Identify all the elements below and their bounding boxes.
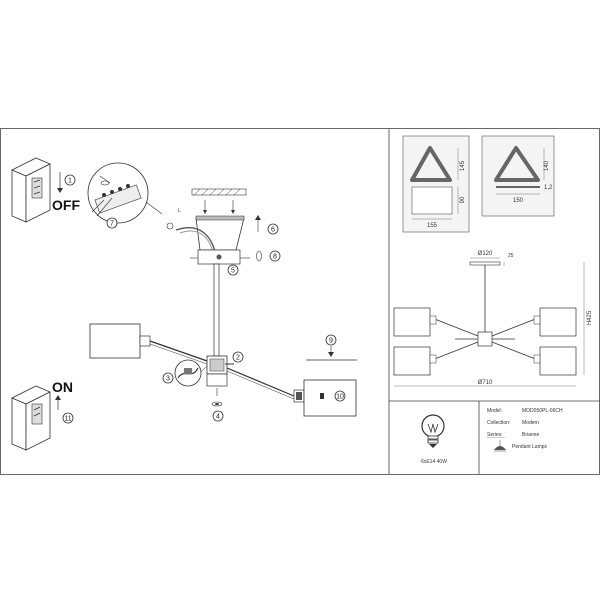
switch-on-label: ON <box>52 379 73 395</box>
svg-text:5: 5 <box>231 268 235 275</box>
stem-rod <box>213 263 220 357</box>
wall-switch-on <box>11 385 51 451</box>
step-marker-1: 1 <box>64 174 76 186</box>
canopy-height: 25 <box>508 253 514 259</box>
overall-diameter: Ø710 <box>478 380 493 386</box>
packaging-box-1 <box>402 135 470 233</box>
step-marker-5: 5 <box>227 264 239 276</box>
step-marker-4: 4 <box>212 410 224 422</box>
chandelier-dimension-drawing <box>393 257 585 387</box>
step-marker-11: 11 <box>62 412 74 424</box>
box2-offset: 1,2 <box>544 185 553 191</box>
svg-text:4: 4 <box>216 414 220 421</box>
step-marker-7: 7 <box>106 217 118 229</box>
overall-height: H425 <box>587 310 593 325</box>
type-value: Pendant Lamps <box>512 444 548 450</box>
box2-height: 140 <box>544 160 550 171</box>
svg-text:7: 7 <box>110 221 114 228</box>
svg-text:1: 1 <box>68 178 72 185</box>
step-marker-9: 9 <box>325 334 337 346</box>
center-hub <box>206 355 234 387</box>
washer <box>256 250 262 262</box>
model-value: MOD050PL-06CH <box>522 408 563 414</box>
canopy <box>175 215 250 265</box>
svg-text:2: 2 <box>236 355 240 362</box>
right-shade-arm <box>226 367 357 417</box>
ceiling-mount: L <box>166 188 247 230</box>
svg-text:8: 8 <box>273 254 277 261</box>
bulb-icon <box>421 414 445 448</box>
box1-height: 90 <box>460 196 466 203</box>
svg-text:L: L <box>178 208 181 214</box>
pendant-lamp-icon <box>494 440 506 452</box>
finial <box>211 388 223 407</box>
step-marker-2: 2 <box>232 351 244 363</box>
series-label: Series: <box>487 432 503 438</box>
switch-off-label: OFF <box>52 197 80 213</box>
bulb-spec: 6xE14 40W <box>421 459 447 465</box>
terminal-block-detail <box>87 162 163 224</box>
box1-width: 155 <box>427 223 438 229</box>
canopy-diameter: Ø120 <box>478 251 493 257</box>
svg-text:6: 6 <box>271 227 275 234</box>
model-label: Model: <box>487 408 502 414</box>
collection-label: Collection: <box>487 420 510 426</box>
packaging-box-2 <box>481 135 555 217</box>
wall-switch-off <box>11 157 51 223</box>
step-marker-3: 3 <box>162 372 174 384</box>
svg-text:9: 9 <box>329 338 333 345</box>
svg-text:3: 3 <box>166 376 170 383</box>
box2-width: 150 <box>513 198 524 204</box>
step-marker-6: 6 <box>267 223 279 235</box>
collection-value: Modern <box>522 420 539 426</box>
series-value: Brianne <box>522 432 539 438</box>
left-shade-arm <box>89 323 211 366</box>
step-marker-8: 8 <box>269 250 281 262</box>
wire-connection-detail <box>174 359 208 387</box>
svg-text:11: 11 <box>64 416 71 423</box>
svg-text:10: 10 <box>336 394 344 401</box>
step-marker-10: 10 <box>334 390 346 402</box>
box1-triangle-height: 145 <box>460 160 466 171</box>
